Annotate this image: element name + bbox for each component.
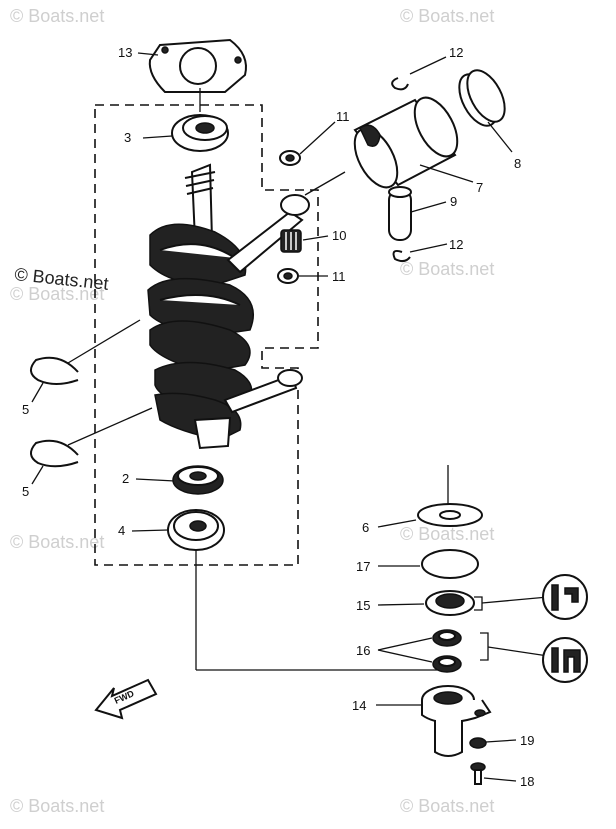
part-11-washer-upper: [279, 121, 336, 166]
part-19-washer: [469, 737, 517, 749]
callout-6: 6: [362, 520, 369, 535]
callout-2: 2: [122, 471, 129, 486]
watermark-top-left: © Boats.net: [10, 6, 104, 26]
callout-8: 8: [514, 156, 521, 171]
crankshaft: [147, 163, 310, 450]
callout-10: 10: [332, 228, 346, 243]
callout-5-lower: 5: [22, 484, 29, 499]
watermark-top-right: © Boats.net: [400, 6, 494, 26]
part-7-piston: [304, 96, 474, 196]
callout-15: 15: [356, 598, 370, 613]
watermarks: © Boats.net © Boats.net © Boats.net © Bo…: [10, 6, 494, 816]
callout-14: 14: [352, 698, 366, 713]
callout-3: 3: [124, 130, 131, 145]
watermark-mid-low-right: © Boats.net: [400, 524, 494, 544]
part-5-circlip-lower: [30, 407, 153, 485]
part-14-housing: [376, 685, 492, 757]
callout-11-lower: 11: [332, 269, 346, 284]
callout-11-upper: 11: [336, 109, 350, 124]
callout-12-lower: 12: [449, 237, 463, 252]
callout-4: 4: [118, 523, 125, 538]
fwd-arrow: FWD: [94, 678, 158, 720]
part-11-washer-lower: [277, 268, 328, 284]
part-12-clip-upper: [391, 56, 447, 91]
part-9-pin: [388, 186, 447, 241]
callout-17: 17: [356, 559, 370, 574]
part-6-washer: [377, 465, 483, 528]
callout-5-upper: 5: [22, 402, 29, 417]
assembly-boundary: [94, 104, 319, 566]
part-2-seal: [135, 465, 224, 495]
part-15-oil-seal: [377, 574, 588, 620]
part-3-bearing: [142, 88, 229, 152]
watermark-mid-right: © Boats.net: [400, 259, 494, 279]
watermark-bottom-left: © Boats.net: [10, 796, 104, 816]
part-16-seals: [377, 629, 588, 683]
callout-7: 7: [476, 180, 483, 195]
callout-numbers: 13 3 5 5 2 4 11 10 11 12 12 7 8 9 6 17 1…: [22, 45, 534, 789]
watermark-mid-left: © Boats.net: [10, 284, 104, 304]
callout-13: 13: [118, 45, 132, 60]
part-12-clip-lower: [392, 243, 448, 263]
watermark-bottom-right: © Boats.net: [400, 796, 494, 816]
callout-16: 16: [356, 643, 370, 658]
callout-18: 18: [520, 774, 534, 789]
part-10-needle-bearing: [280, 229, 329, 253]
watermark-mid-low-left: © Boats.net: [10, 532, 104, 552]
part-17-o-ring: [378, 549, 479, 579]
part-18-bolt: [470, 762, 517, 785]
part-4-bearing: [131, 509, 448, 671]
callout-9: 9: [450, 194, 457, 209]
callout-12-upper: 12: [449, 45, 463, 60]
callout-19: 19: [520, 733, 534, 748]
part-13-gasket: [137, 38, 247, 93]
part-5-circlip-upper: [30, 319, 141, 403]
part-8-rings: [458, 69, 513, 153]
